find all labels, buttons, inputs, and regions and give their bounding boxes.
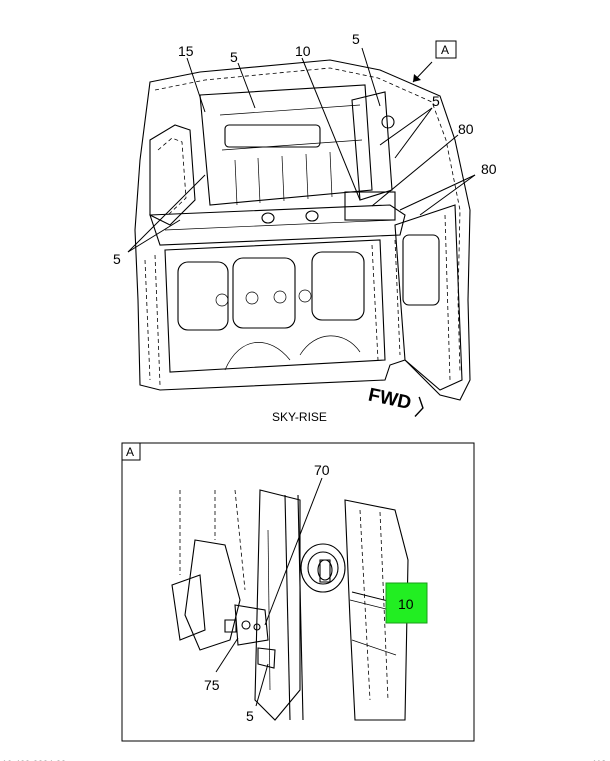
- detail-ref-box: [121, 442, 141, 461]
- detail-callout-75: 75: [204, 677, 220, 693]
- detail-drawing: [171, 489, 409, 721]
- callout-15: 15: [178, 43, 194, 59]
- footer-right: 119: [592, 759, 606, 761]
- callout-10-highlight: [385, 582, 428, 624]
- detail-callout-5: 5: [246, 708, 254, 724]
- callout-80-lower: 80: [481, 161, 497, 177]
- callout-5-top: 5: [352, 31, 360, 47]
- main-view-leaders: [127, 47, 476, 253]
- view-a-ref-box: [435, 40, 457, 59]
- fwd-arrow-icon: [414, 396, 424, 417]
- detail-callout-70: 70: [314, 462, 330, 478]
- callout-5-left: 5: [113, 251, 121, 267]
- detail-ref-label: A: [126, 445, 134, 459]
- callout-10: 10: [295, 43, 311, 59]
- detail-view-frame: [121, 442, 475, 742]
- detail-leaders: [215, 477, 397, 707]
- callout-5-right: 5: [432, 93, 440, 109]
- detail-callout-10: 10: [398, 596, 414, 612]
- fwd-label: FWD: [366, 385, 413, 415]
- forward-indicator: FWD: [366, 385, 424, 417]
- callout-80-upper: 80: [458, 121, 474, 137]
- cab-interior-drawing: [134, 59, 471, 401]
- diagram-caption: SKY-RISE: [272, 410, 327, 424]
- callout-5-top-left: 5: [230, 49, 238, 65]
- view-a-ref-label: A: [441, 43, 449, 57]
- footer-left: 16-460-0004-00: [2, 759, 66, 761]
